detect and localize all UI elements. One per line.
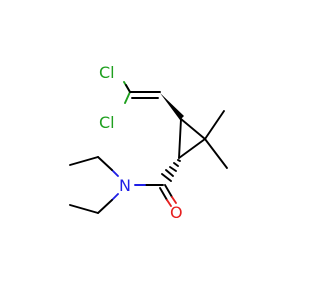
atom-cl-top: Cl <box>99 63 115 82</box>
atom-oxygen: O <box>170 203 183 222</box>
bond-ethyl-lower-ch3 <box>69 204 99 214</box>
wedge-bond-vinyl-ring <box>160 93 184 120</box>
bond-n-ethyl-upper-colored <box>111 169 119 177</box>
bond-carbonyl-c-o-2 <box>159 187 168 201</box>
atom-cl-bottom: Cl <box>99 113 115 132</box>
bond-n-ethyl-lower <box>97 199 113 214</box>
bond-ring-c2-c1 <box>178 138 206 159</box>
molecule-drawing: Cl Cl N O <box>69 63 228 222</box>
bond-ethyl-upper-ch3 <box>69 156 99 166</box>
bond-ring-c3-c1 <box>178 118 182 159</box>
bond-c-cl-top-dark <box>125 84 131 93</box>
bond-n-ethyl-lower-colored <box>111 193 119 201</box>
bond-carbonyl-c-o-1 <box>164 184 173 198</box>
bond-carbonyl-c-o-2b <box>166 199 172 207</box>
hashed-wedge-bond <box>161 159 181 182</box>
bond-methyl-2 <box>204 138 228 169</box>
atom-nitrogen: N <box>119 176 131 195</box>
bond-ring-c3-c2 <box>180 118 206 140</box>
bond-carbonyl-c-o-1b <box>171 196 177 204</box>
bond-n-ethyl-upper <box>97 156 113 171</box>
bond-methyl-1 <box>204 110 225 140</box>
bond-c-cl-bottom <box>124 91 131 104</box>
structure-diagram: Cl Cl N O <box>69 63 228 222</box>
